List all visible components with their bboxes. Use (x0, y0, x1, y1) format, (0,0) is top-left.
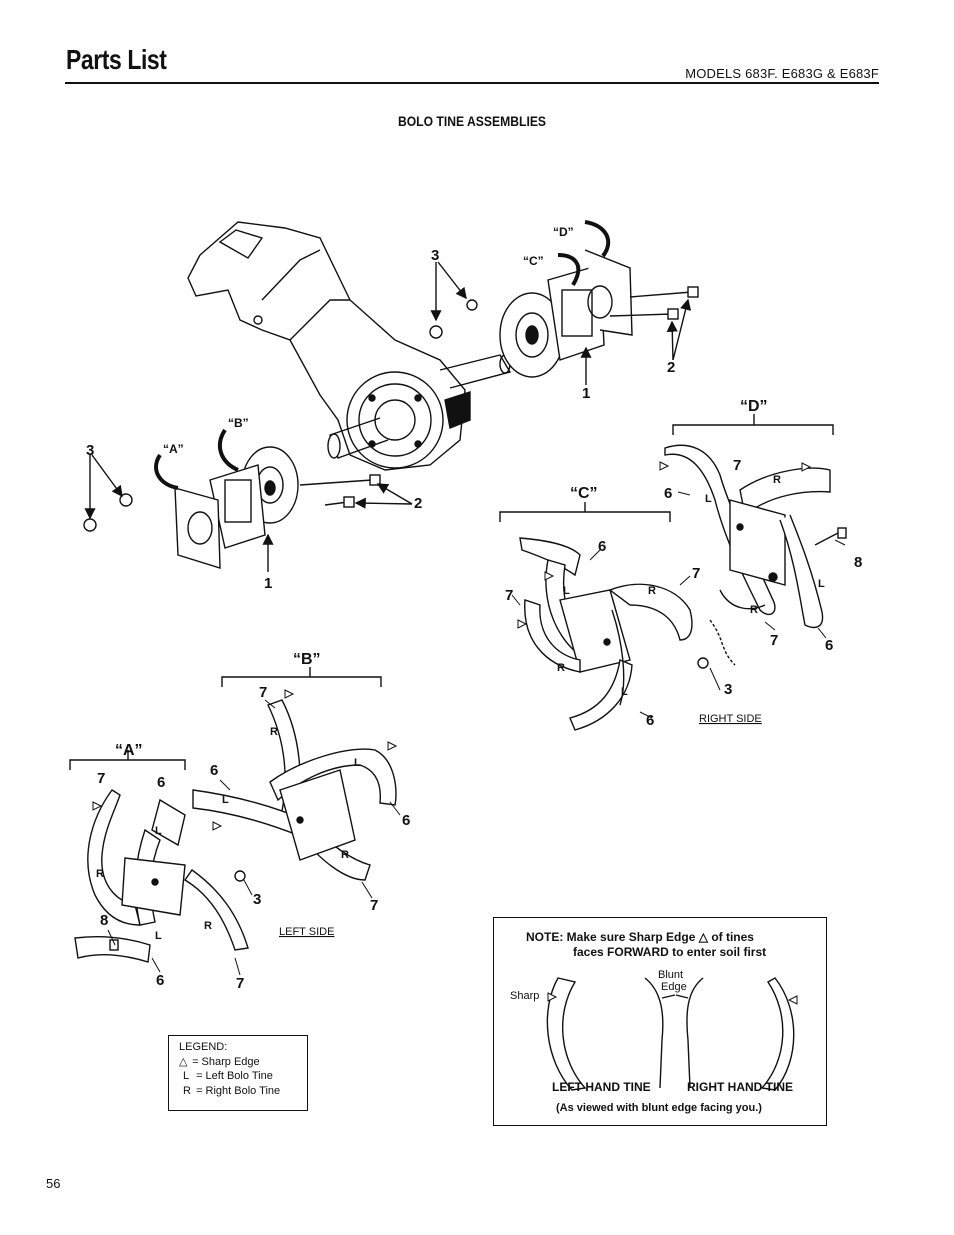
legend-sharp: = Sharp Edge (192, 1055, 260, 1068)
legend-sharp-row: △ = Sharp Edge (179, 1055, 307, 1070)
num-3-c: 3 (724, 681, 732, 698)
tine-assembly-d (664, 414, 847, 666)
triangle-icon: △ (179, 1055, 188, 1068)
legend-right: = Right Bolo Tine (196, 1084, 281, 1097)
leader-lines-tines (107, 491, 846, 976)
left-side-label: LEFT SIDE (279, 926, 334, 938)
left-hub-assembly (83, 428, 413, 572)
num-6-a1: 6 (157, 774, 165, 791)
num-1-left: 1 (264, 575, 272, 592)
num-6-a2: 6 (156, 972, 164, 989)
callout-b-top: “B” (228, 416, 249, 430)
note-box: NOTE: Make sure Sharp Edge △ of tines fa… (493, 917, 827, 1126)
num-6-d1: 6 (664, 485, 672, 502)
callout-d: “D” (740, 398, 768, 415)
note-left-hand: LEFT HAND TINE (552, 1080, 651, 1094)
models-label: MODELS 683F. E683G & E683F (685, 66, 879, 81)
note-line2: faces FORWARD to enter soil first (573, 945, 767, 959)
tine-assembly-b (192, 667, 397, 882)
letter-l-d2: L (818, 578, 825, 590)
num-3-top-right: 3 (431, 247, 439, 264)
letter-r-b1: R (270, 726, 278, 738)
callout-a: “A” (115, 742, 143, 759)
legend-left-row: L = Left Bolo Tine (179, 1069, 307, 1084)
legend-right-symbol: R (183, 1084, 191, 1097)
legend-box: LEGEND: △ = Sharp Edge L = Left Bolo Tin… (168, 1035, 308, 1111)
right-side-label: RIGHT SIDE (699, 713, 762, 725)
note-blunt: Blunt (658, 969, 684, 981)
triangle-icon: △ (698, 930, 708, 944)
letter-l-b2: L (354, 757, 361, 769)
page-number: 56 (46, 1176, 61, 1191)
legend-left-symbol: L (183, 1070, 190, 1082)
num-6-b1: 6 (210, 762, 218, 779)
letter-r-c2: R (557, 662, 565, 674)
note-line1: NOTE: Make sure Sharp Edge △ of tines (526, 930, 754, 944)
num-7-a2: 7 (236, 975, 244, 992)
letter-r-a1: R (96, 868, 104, 880)
callout-a-top: “A” (163, 442, 184, 456)
legend-left: = Left Bolo Tine (196, 1070, 273, 1082)
note-edge: Edge (661, 981, 687, 993)
num-2-top-right: 2 (667, 359, 675, 376)
num-3-left: 3 (86, 442, 94, 459)
letter-r-b2: R (341, 849, 349, 861)
right-hub-assembly (429, 220, 699, 385)
tine-assembly-c (499, 502, 709, 731)
num-7-c2: 7 (505, 587, 513, 604)
callout-b: “B” (293, 651, 321, 668)
num-7-a1: 7 (97, 770, 105, 787)
section-title: BOLO TINE ASSEMBLIES (397, 114, 547, 129)
num-8-d: 8 (854, 554, 862, 571)
sharp-edge-markers (92, 461, 812, 1005)
num-7-d1: 7 (733, 457, 741, 474)
num-6-c2: 6 (646, 712, 654, 729)
letter-l-c1: L (563, 585, 570, 597)
letter-l-c2: L (621, 686, 628, 698)
letter-l-a1: L (155, 825, 162, 837)
callout-c: “C” (570, 485, 598, 502)
page-title: Parts List (66, 44, 167, 75)
transmission-housing (187, 221, 512, 471)
num-6-d2: 6 (825, 637, 833, 654)
letter-r-a2: R (204, 920, 212, 932)
legend-title: LEGEND: (179, 1041, 228, 1053)
header-rule (65, 82, 879, 84)
note-viewed: (As viewed with blunt edge facing you.) (556, 1102, 762, 1114)
num-6-b2: 6 (402, 812, 410, 829)
letter-l-d1: L (705, 493, 712, 505)
note-sharp: Sharp (510, 990, 540, 1002)
letter-r-d1: R (773, 474, 781, 486)
callout-d-top: “D” (553, 225, 574, 239)
tine-assembly-a (69, 750, 249, 963)
num-7-b1: 7 (259, 684, 267, 701)
letter-r-c1: R (648, 585, 656, 597)
note-line1-prefix: NOTE: Make sure Sharp Edge (526, 930, 696, 944)
num-6-c1: 6 (598, 538, 606, 555)
num-7-b2: 7 (370, 897, 378, 914)
note-tine-illustrations (546, 977, 795, 1091)
num-1-top-right: 1 (582, 385, 590, 402)
callout-c-top: “C” (523, 254, 544, 268)
note-line1-suffix: of tines (711, 930, 754, 944)
num-8-a: 8 (100, 912, 108, 929)
letter-l-b1: L (222, 794, 229, 806)
num-2-left: 2 (414, 495, 422, 512)
num-7-c1: 7 (692, 565, 700, 582)
note-right-hand: RIGHT HAND TINE (687, 1080, 793, 1094)
num-3-b: 3 (253, 891, 261, 908)
num-7-d2: 7 (770, 632, 778, 649)
letter-l-a2: L (155, 930, 162, 942)
legend-right-row: R = Right Bolo Tine (179, 1084, 307, 1099)
letter-r-d2: R (750, 604, 758, 616)
